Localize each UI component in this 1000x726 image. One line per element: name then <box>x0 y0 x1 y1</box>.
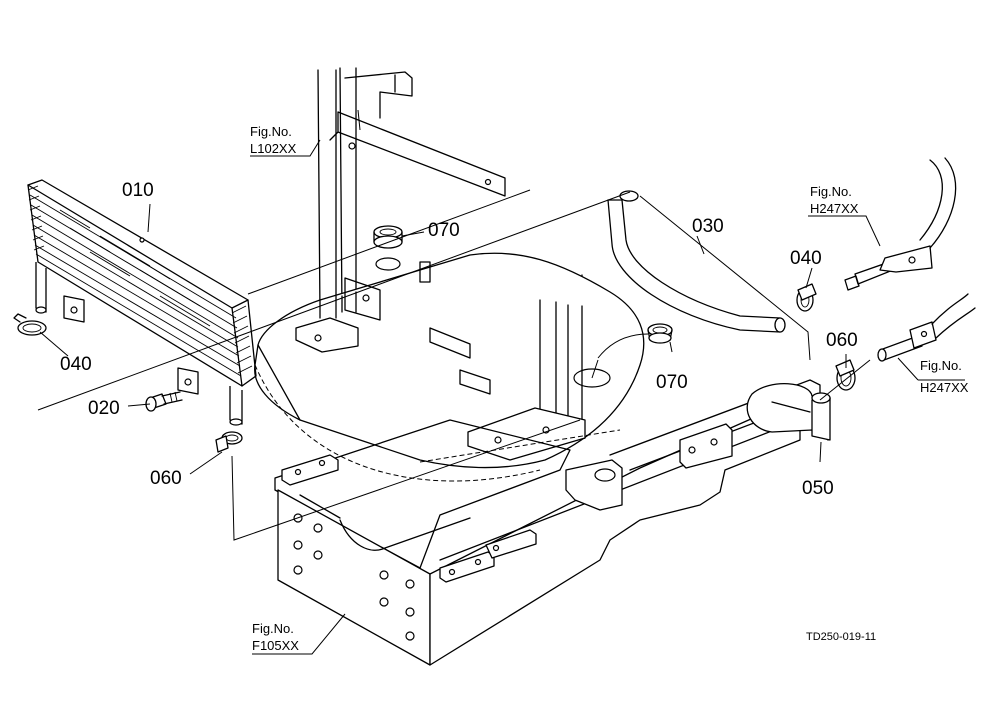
mounting-plate <box>254 252 645 469</box>
lower-frame <box>254 364 821 666</box>
hose-clamp-040-left <box>13 313 47 336</box>
ref-h247-lower-line2: H247XX <box>920 380 969 395</box>
label-070-top: 070 <box>428 220 460 241</box>
grommet-070-top <box>373 225 403 249</box>
drawing-code: TD250-019-11 <box>806 631 876 643</box>
hose-030 <box>607 190 786 333</box>
ref-f105-line1: Fig.No. <box>252 621 294 636</box>
label-040-right: 040 <box>790 248 822 269</box>
label-050: 050 <box>802 478 834 499</box>
label-060-left: 060 <box>150 468 182 489</box>
label-030: 030 <box>692 216 724 237</box>
oil-cooler-010 <box>27 179 257 426</box>
label-020: 020 <box>88 398 120 419</box>
label-070-mid: 070 <box>656 372 688 393</box>
pipe-h247xx-upper <box>844 157 957 291</box>
ref-h247-lower-line1: Fig.No. <box>920 358 962 373</box>
pipe-h247xx-lower <box>877 293 976 362</box>
grommet-070-mid <box>647 323 673 344</box>
label-040-left: 040 <box>60 354 92 375</box>
ref-l102-line1: Fig.No. <box>250 124 292 139</box>
ref-h247-upper-line1: Fig.No. <box>810 184 852 199</box>
ref-f105-line2: F105XX <box>252 638 299 653</box>
figure-references: Fig.No. L102XX Fig.No. H247XX Fig.No. H2… <box>250 124 969 653</box>
assembly-lines <box>37 109 965 655</box>
label-060-right: 060 <box>826 330 858 351</box>
part-labels: 010 020 030 040 040 050 060 060 070 070 <box>60 180 858 499</box>
label-010: 010 <box>122 180 154 201</box>
ref-l102-line2: L102XX <box>250 141 297 156</box>
bolt-020 <box>145 391 183 412</box>
hose-clamp-040-right <box>796 283 817 312</box>
ref-h247-upper-line2: H247XX <box>810 201 859 216</box>
hose-clamp-060-left <box>215 431 243 453</box>
